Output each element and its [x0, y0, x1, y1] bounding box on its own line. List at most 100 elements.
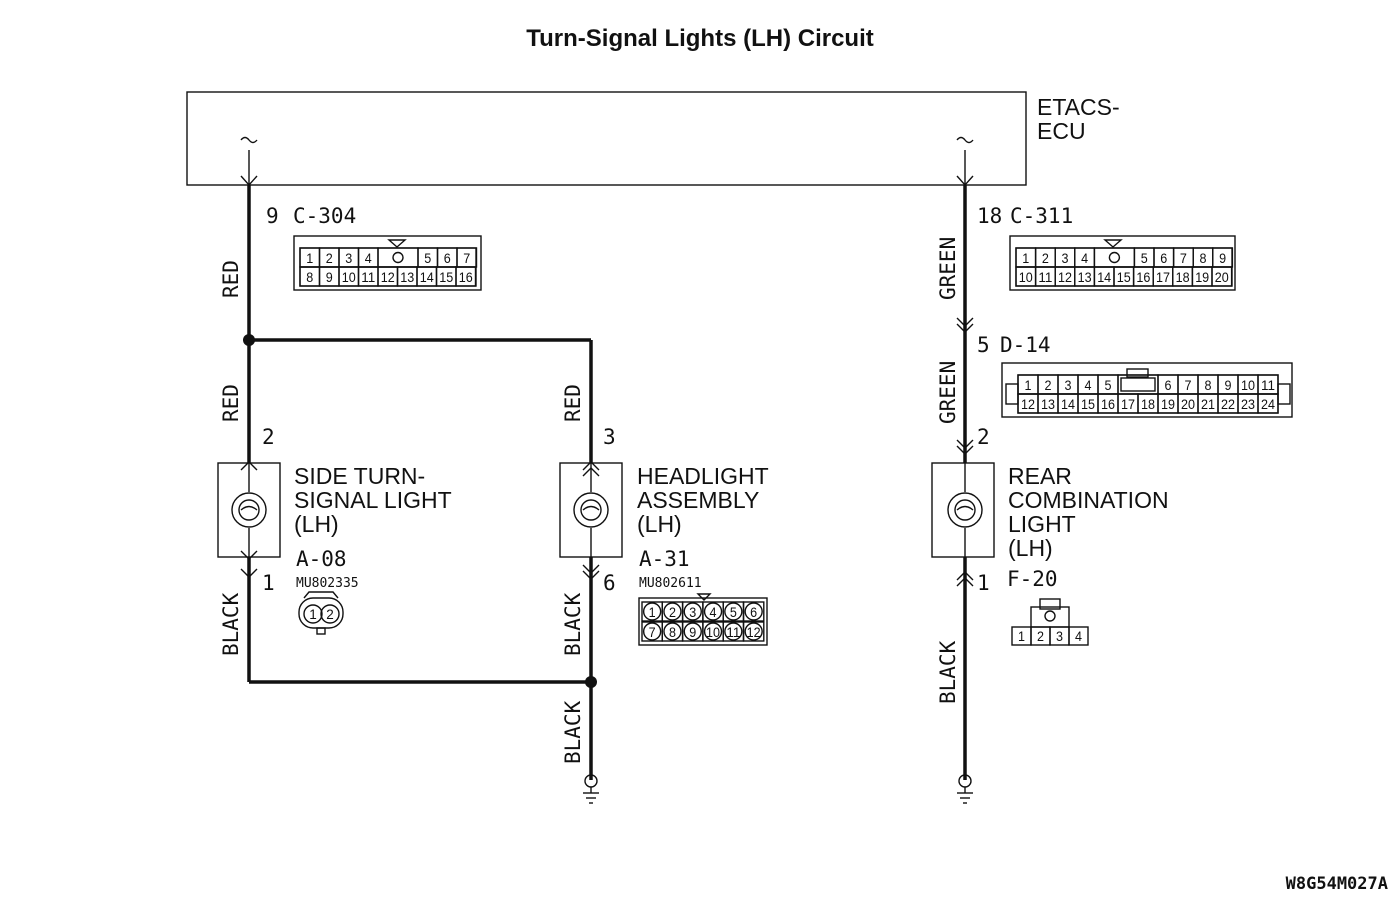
figure-code: W8G54M027A — [1286, 874, 1388, 894]
connector-pin-ring — [744, 622, 763, 641]
connector-d14-label: D-14 — [1000, 333, 1051, 357]
connector-arrow — [240, 568, 258, 578]
diagram-title: Turn-Signal Lights (LH) Circuit — [526, 25, 874, 52]
connector-pin-ring — [642, 622, 662, 641]
connector-pin-number: 1 — [1022, 251, 1029, 266]
connector-pin-number: 18 — [1141, 397, 1155, 412]
connector-pin-number: 11 — [361, 270, 375, 285]
headlight-label-line1: HEADLIGHT — [637, 463, 769, 489]
connector-pin-number: 12 — [1058, 270, 1072, 285]
connector-key — [1108, 251, 1121, 264]
connector-a08-label: A-08 — [296, 547, 347, 571]
connector-a08-face: 1 2 — [298, 591, 344, 635]
connector-pin-number: 19 — [1161, 397, 1175, 412]
rear-pin-bottom: 1 — [977, 571, 990, 595]
connector-cell — [1068, 626, 1089, 646]
connector-pin-number: 7 — [1185, 378, 1192, 393]
connector-pin-number: 4 — [365, 251, 372, 266]
connector-pin-number: 2 — [326, 251, 333, 266]
a08-pin-2: 2 — [326, 607, 334, 622]
connector-pin-number: 11 — [726, 625, 740, 640]
connector-pin-number: 10 — [1241, 378, 1255, 393]
connector-pin-number: 1 — [1025, 378, 1032, 393]
side-label-line2: SIGNAL LIGHT — [294, 487, 452, 513]
rear-pin-top: 2 — [977, 425, 990, 449]
connector-pin-number: 10 — [706, 625, 720, 640]
connector-pin-number: 15 — [1081, 397, 1095, 412]
connector-pin-number: 21 — [1201, 397, 1215, 412]
connector-pin-ring — [703, 622, 723, 641]
connector-pin-number: 8 — [306, 270, 313, 285]
connector-pin-number: 4 — [1075, 629, 1082, 644]
side-pin-top: 2 — [262, 425, 275, 449]
connector-pin-ring — [663, 622, 682, 641]
wire-color-left-top: RED — [219, 260, 243, 298]
rear-label-line1: REAR — [1008, 463, 1072, 489]
rear-label-line4: (LH) — [1008, 535, 1053, 561]
side-pin-bottom: 1 — [262, 571, 275, 595]
connector-pin-number: 14 — [1097, 270, 1111, 285]
connector-pin-number: 11 — [1038, 270, 1052, 285]
connector-pin-number: 14 — [420, 270, 434, 285]
headlight-pin-bottom: 6 — [603, 571, 616, 595]
connector-pin-number: 13 — [1041, 397, 1055, 412]
connector-pin-ring — [744, 602, 763, 621]
connector-pin-number: 17 — [1121, 397, 1135, 412]
ecu-terminal-right — [956, 136, 974, 185]
connector-cell — [742, 601, 765, 622]
ecu-label-line2: ECU — [1037, 118, 1086, 144]
connector-pin-number: 3 — [345, 251, 352, 266]
connector-pin-ring — [683, 602, 702, 621]
a08-pin-1: 1 — [309, 607, 317, 622]
connector-pin-number: 15 — [439, 270, 453, 285]
connector-pin-number: 4 — [710, 605, 717, 620]
connector-cell — [455, 266, 477, 287]
connector-arrow — [582, 564, 600, 574]
connector-pin-number: 6 — [444, 251, 451, 266]
connector-pin-number: 14 — [1061, 397, 1075, 412]
rear-label-line2: COMBINATION — [1008, 487, 1169, 513]
connector-pin-number: 12 — [747, 625, 761, 640]
connector-a08-part: MU802335 — [296, 576, 359, 591]
side-label-line1: SIDE TURN- — [294, 463, 425, 489]
connector-arrow — [582, 570, 600, 580]
connector-pin-number: 19 — [1195, 270, 1209, 285]
connector-pin-number: 8 — [1200, 251, 1207, 266]
side-turn-signal-light — [217, 461, 281, 560]
connector-c311-label: C-311 — [1010, 204, 1073, 228]
connector-pin-ring — [724, 602, 743, 621]
connector-pin-number: 3 — [1056, 629, 1063, 644]
splice-point — [585, 676, 597, 688]
rear-label-line3: LIGHT — [1008, 511, 1076, 537]
connector-pin-number: 5 — [424, 251, 431, 266]
connector-cell — [377, 247, 419, 268]
connector-a31-part: MU802611 — [639, 576, 702, 591]
connector-a31-label: A-31 — [639, 547, 690, 571]
ecu-terminal-left — [240, 136, 258, 185]
connector-pin-number: 1 — [306, 251, 313, 266]
ecu-box — [186, 91, 1027, 186]
connector-pin-number: 16 — [459, 270, 473, 285]
rear-combination-light — [931, 439, 995, 558]
connector-pin-number: 4 — [1085, 378, 1092, 393]
connector-pin-number: 22 — [1221, 397, 1235, 412]
connector-pin-number: 6 — [750, 605, 757, 620]
headlight-label-line2: ASSEMBLY — [637, 487, 759, 513]
wire-color-right-bottom: BLACK — [936, 640, 960, 704]
connector-pin-number: 9 — [326, 270, 333, 285]
headlight-assembly — [559, 461, 623, 558]
connector-pin-number: 6 — [1160, 251, 1167, 266]
pin-label: 9 — [266, 204, 279, 228]
connector-pin-number: 9 — [1225, 378, 1232, 393]
connector-pin-ring — [683, 622, 702, 641]
connector-pin-number: 3 — [1065, 378, 1072, 393]
connector-pin-number: 23 — [1241, 397, 1255, 412]
connector-pin-number: 11 — [1261, 378, 1275, 393]
wire-color-left-mid: RED — [219, 384, 243, 422]
connector-pin-number: 2 — [1037, 629, 1044, 644]
headlight-label-line3: (LH) — [637, 511, 682, 537]
